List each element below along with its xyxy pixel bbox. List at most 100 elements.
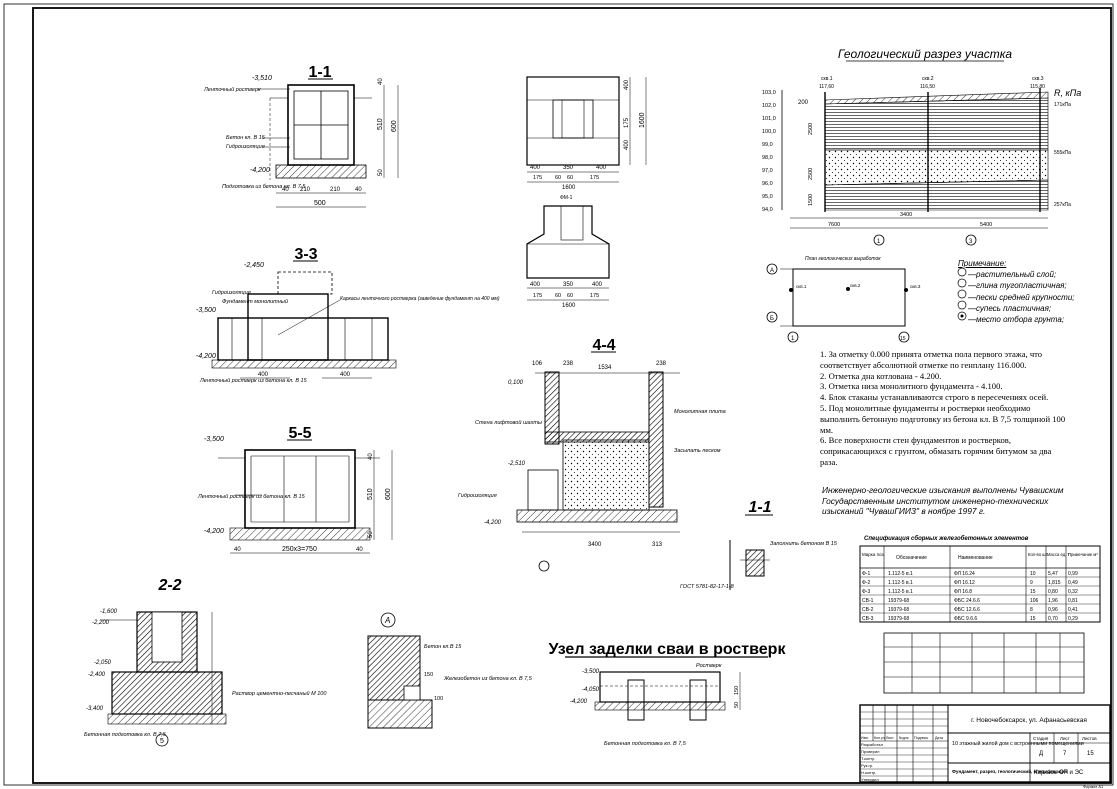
geo-depth-200: 200: [798, 100, 809, 106]
geo-scale-102: 102,0: [762, 103, 776, 109]
plan-axis-1: [787, 331, 799, 343]
spec-cell: ФЛ 16.8: [954, 589, 972, 595]
plan-well-3-marker: [904, 288, 908, 292]
node-pile-embedding: Узел заделки сваи в ростверк -3,500 -4,0…: [549, 641, 787, 747]
dim-1-1-40: 40: [378, 78, 384, 85]
dim-fm2-400a: 400: [530, 282, 541, 288]
section-2-2-title: 2-2: [157, 577, 181, 594]
elev-5-5-b: -4,200: [204, 528, 224, 535]
dim-5-5-750: 250x3=750: [282, 546, 317, 553]
geo-r-171: 171кПа: [1054, 102, 1071, 108]
label-a-beton: Бетон кл.В 15: [424, 644, 462, 650]
stamp-location: г. Новочебоксарск, ул. Афанасьевская: [971, 716, 1087, 724]
geo-axis-1: [873, 234, 885, 246]
geo-scale-100: 100,0: [762, 129, 776, 135]
legend-item-1: —растительный слой;: [968, 270, 1057, 280]
legend: Примечание: —растительный слой; —глина т…: [958, 258, 1075, 325]
dim-5-5-40: 40: [368, 453, 374, 460]
spec-h-massa: Масса ед. т: [1047, 552, 1070, 557]
spec-cell: 1.112-5 в.1: [888, 589, 913, 595]
dim-4-4-106: 106: [532, 361, 543, 367]
dim-1-1-510: 510: [377, 118, 384, 130]
spec-cell: 0,41: [1068, 607, 1078, 613]
spec-cell: ФБС 9.6.6: [954, 616, 977, 622]
node-title: Узел заделки сваи в ростверк: [549, 641, 787, 658]
elev-1-1-bottom: -4,200: [250, 167, 270, 174]
plan-axis-15: [898, 331, 910, 343]
elev-4-4-b: -2,510: [508, 461, 526, 467]
detail-a-marker: [380, 612, 396, 628]
axis-marker-4-4: [538, 560, 550, 572]
elev-3-3-b: -3,500: [196, 307, 216, 314]
geo-scale-97: 97,0: [762, 168, 773, 174]
geo-scale-95: 95,0: [762, 194, 773, 200]
label-1-1-podgotovka: Подготовка из бетона кл. В 7,5: [222, 184, 306, 190]
spec-cell: 0,99: [1068, 571, 1078, 577]
spec-h-kol: Кол-во шт.: [1028, 552, 1048, 557]
label-1-1-small-zapolnit: Заполнить бетоном В 15: [770, 541, 838, 547]
stamp-col-kol: Кол.уч: [874, 736, 885, 740]
geo-depth-2500b: 2500: [808, 168, 814, 180]
spec-cell: 1,815: [1048, 580, 1061, 586]
elev-2-2-d: -2,400: [88, 672, 106, 678]
dim-fm-60b: 60: [567, 175, 573, 181]
stamp-col-dok: №док: [899, 736, 909, 740]
dim-fm-400b: 400: [624, 139, 630, 150]
note-6: 6. Все поверхности стен фундаментов и ро…: [820, 435, 1052, 467]
dim-1-1-50: 50: [378, 169, 384, 176]
elev-2-2-e: -3,400: [86, 706, 104, 712]
spec-h-oboz: Обозначение: [896, 555, 927, 561]
section-4-4-title: 4-4: [592, 337, 615, 354]
detail-a-title: А: [384, 616, 390, 625]
spec-cell: 0,81: [1068, 598, 1078, 604]
geo-r-label: R, кПа: [1054, 88, 1081, 98]
dim-1-1-40a: 40: [282, 187, 289, 193]
stamp-col-podp: Подпись: [914, 736, 928, 740]
section-1-1-title: 1-1: [308, 64, 331, 81]
label-1-1-small-gost: ГОСТ 5781-82-17-1-8: [680, 584, 735, 590]
dim-5-5-40b: 40: [356, 547, 363, 553]
spec-cell: 0,96: [1048, 607, 1058, 613]
spec-cell: 0,49: [1068, 580, 1078, 586]
label-1-1-gidro: Гидроизоляция: [226, 144, 265, 150]
legend-markers: [957, 267, 967, 321]
stamp-stage-h: Стадия: [1033, 736, 1049, 741]
spec-cell: 5,47: [1048, 571, 1058, 577]
detail-a: А Бетон кл.В 15 Железобетон из бетона кл…: [367, 612, 533, 729]
section-3-3: 3-3 400 400 -2,450 -3,500 -4,200 Гидроиз…: [196, 246, 500, 384]
geo-well-2-elev: 116,50: [920, 84, 935, 90]
dim-4-4-1534: 1534: [598, 365, 612, 371]
label-2-2-podgotovka: Бетонная подготовка кл. В 7,5: [84, 732, 167, 738]
geo-scale-98: 98,0: [762, 155, 773, 161]
dim-fm-175a: 175: [533, 175, 542, 181]
geo-well-1-elev: 117,60: [819, 84, 834, 90]
geo-depth-2500a: 2500: [808, 123, 814, 135]
stamp-col-izm: Изм.: [861, 736, 869, 740]
label-a-zhb: Железобетон из бетона кл. В 7,5: [443, 676, 533, 682]
elev-node-b: -4,050: [582, 687, 600, 693]
stamp-col-list: Лист: [886, 736, 894, 740]
elev-2-2-c: -2,050: [94, 660, 112, 666]
spec-title: Спецификация сборных железобетонных элем…: [864, 535, 1029, 542]
geology-section: Геологический разрез участка 103,0 102,0…: [762, 47, 1081, 246]
elev-node-c: -4,200: [570, 699, 588, 705]
geo-r-257: 257кПа: [1054, 202, 1071, 208]
stamp-role-1: Разработал: [861, 742, 883, 747]
spec-cell: 9: [1030, 580, 1033, 586]
inner-frame: [32, 7, 1112, 784]
dim-fm2-60a: 60: [555, 293, 561, 299]
stamp-list: 7: [1063, 751, 1067, 757]
spec-cell: 106: [1030, 598, 1039, 604]
spec-cell: 19379-68: [888, 598, 909, 604]
stamp-listov: 15: [1087, 751, 1094, 757]
dim-fm-1600: 1600: [562, 185, 576, 191]
label-5-5-rostverk: Ленточный ростверк из бетона кл. В 15: [197, 493, 306, 500]
geo-scale-103: 103,0: [762, 90, 776, 96]
dim-4-4-3400: 3400: [588, 542, 602, 548]
dim-fm2-175a: 175: [533, 293, 542, 299]
dim-fm-175: 175: [624, 117, 630, 128]
dim-a-100: 100: [434, 696, 443, 702]
survey-note: Инженерно-геологические изыскания выполн…: [822, 485, 1064, 516]
dim-fm-400a: 400: [624, 79, 630, 90]
